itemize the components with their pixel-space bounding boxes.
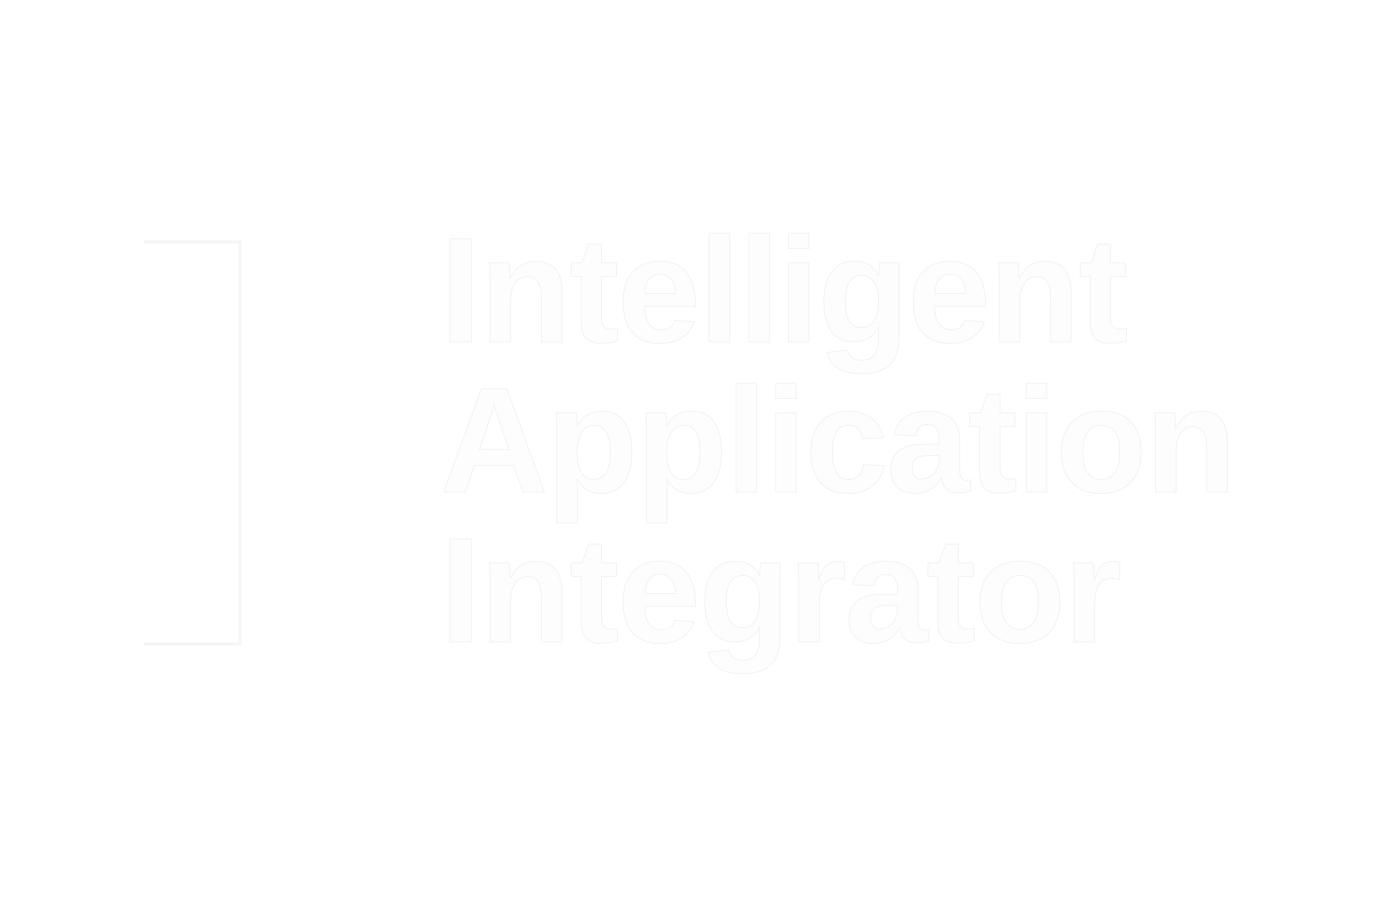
wordmark-line-3: Integrator (439, 506, 1122, 674)
logo-wordmark: Intelligent Application Integrator (439, 206, 1390, 695)
bracket-outline (144, 240, 242, 646)
logo-bracket-graphic (144, 240, 242, 646)
logo-bracket-icon (142, 240, 242, 646)
wordmark-line-1: Intelligent (439, 206, 1128, 374)
wordmark-line-2: Application (440, 356, 1238, 524)
